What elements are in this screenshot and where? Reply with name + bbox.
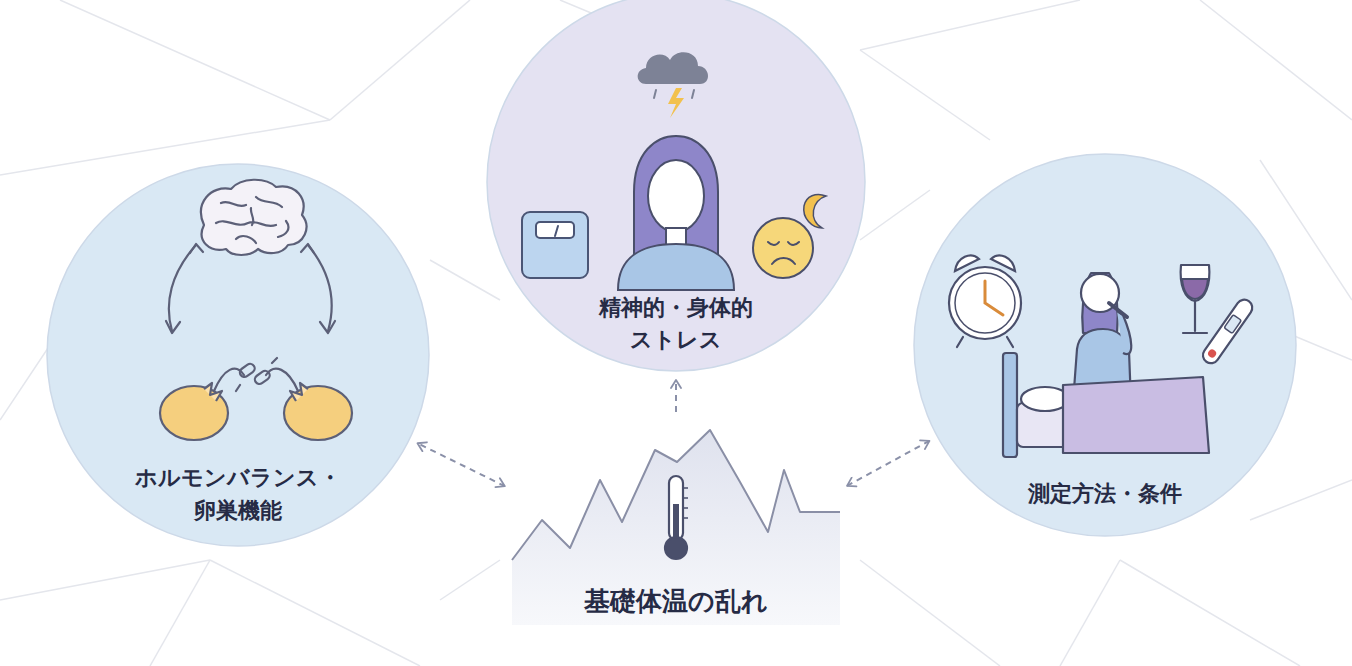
drawing-part <box>204 383 222 401</box>
drawing-part <box>860 0 1080 50</box>
drawing-part <box>955 273 1015 333</box>
node-label: 測定方法・条件 <box>955 479 1255 509</box>
drawing-part <box>160 383 352 440</box>
drawing-part <box>301 244 314 253</box>
drawing-part <box>522 212 588 278</box>
dashed-connector <box>847 441 929 486</box>
dashed-connector <box>675 380 677 412</box>
drawing-part <box>804 194 826 228</box>
drawing-part <box>860 50 990 140</box>
drawing-part <box>949 255 1021 347</box>
drawing-part <box>957 337 1013 347</box>
drawing-part <box>949 267 1021 339</box>
drawing-part <box>1224 315 1241 334</box>
drawing-part <box>253 369 271 386</box>
drawing-part <box>150 560 210 666</box>
drawing-part <box>1003 353 1017 457</box>
drawing-part <box>1120 560 1300 666</box>
drawing-part <box>60 0 330 120</box>
drawing-part <box>1200 297 1256 367</box>
chart-node: 基礎体温の乱れ <box>512 420 840 625</box>
drawing-part <box>618 244 734 290</box>
drawing-part <box>166 180 335 391</box>
drawing-part <box>648 160 704 232</box>
drawing-part <box>190 244 203 253</box>
drawing-part <box>860 560 1000 666</box>
dashed-connector <box>417 443 504 486</box>
drawing-part <box>536 222 574 238</box>
drawing-part <box>0 560 210 600</box>
drawing-part <box>308 245 332 331</box>
drawing-part <box>512 430 840 560</box>
drawing-part <box>238 362 256 379</box>
drawing-part <box>169 245 196 331</box>
drawing-part <box>236 358 277 391</box>
drawing-part <box>1181 265 1256 366</box>
drawing-part <box>1109 303 1127 317</box>
drawing-part <box>216 197 288 243</box>
drawing-part <box>1183 301 1207 333</box>
circle-node: ホルモンバランス・ 卵巣機能 <box>46 163 430 547</box>
drawing-part <box>210 560 420 666</box>
circle-node: 測定方法・条件 <box>913 153 1297 537</box>
drawing-part <box>522 212 588 278</box>
circle-node: 精神的・身体的 ストレス <box>486 0 866 372</box>
drawing-part <box>1003 273 1209 457</box>
drawing-part <box>985 281 1003 315</box>
drawing-part <box>266 369 298 391</box>
node-label: 基礎体温の乱れ <box>516 584 836 618</box>
node-label: ホルモンバランス・ 卵巣機能 <box>118 461 358 527</box>
drawing-part <box>1063 377 1209 453</box>
drawing-part <box>330 0 470 120</box>
drawing-part <box>1021 387 1069 411</box>
drawing-part <box>1200 0 1352 120</box>
drawing-part <box>0 120 330 175</box>
drawing-part <box>1250 480 1352 520</box>
drawing-part <box>668 88 684 118</box>
circle-outline <box>47 164 429 546</box>
circle-outline <box>914 154 1296 536</box>
drawing-part <box>236 358 277 391</box>
drawing-part <box>201 180 306 255</box>
node-label: 精神的・身体的 ストレス <box>586 292 766 356</box>
drawing-part <box>1060 560 1120 666</box>
drawing-part <box>440 560 500 600</box>
drawing-part <box>753 218 813 278</box>
drawing-part <box>290 383 308 401</box>
drawing-part <box>654 90 694 98</box>
drawing-part <box>555 226 558 236</box>
drawing-part <box>1117 311 1131 354</box>
drawing-part <box>860 190 930 240</box>
drawing-part <box>166 321 180 333</box>
drawing-part <box>665 537 687 559</box>
drawing-part <box>1207 348 1218 359</box>
drawing-part <box>638 52 708 84</box>
circle-outline <box>487 0 865 371</box>
drawing-part <box>430 260 500 300</box>
drawing-part <box>684 488 688 518</box>
drawing-part <box>768 242 799 264</box>
drawing-part <box>512 430 840 625</box>
drawing-part <box>1182 279 1208 299</box>
measurement-illustration <box>913 153 1297 537</box>
drawing-part <box>1200 297 1256 367</box>
drawing-part <box>665 476 688 559</box>
drawing-part <box>320 321 335 333</box>
drawing-part <box>1181 265 1210 301</box>
